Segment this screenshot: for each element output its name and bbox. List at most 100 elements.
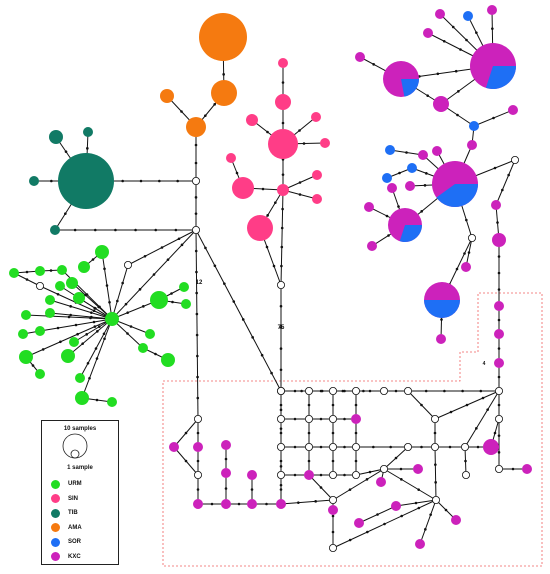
- haplotype-node-urm_19: [107, 397, 117, 407]
- mutation-dot: [86, 361, 90, 365]
- edge-h_top-h_grid1: [195, 229, 282, 392]
- mutation-dot: [102, 332, 106, 336]
- mutation-dot: [497, 288, 501, 291]
- edge-label-4: 4: [483, 361, 486, 367]
- mutation-dot: [270, 371, 273, 375]
- median-vector-node: [351, 442, 360, 451]
- median-vector-node: [351, 386, 360, 395]
- mutation-dot: [440, 318, 443, 321]
- haplotype-node-kx_l: [385, 145, 395, 155]
- mutation-dot: [194, 212, 198, 215]
- mutation-dot: [481, 396, 485, 400]
- mutation-dot: [457, 90, 460, 93]
- legend-item-ama: AMA: [51, 521, 82, 536]
- haplotype-node-kb_12: [376, 477, 386, 487]
- mutation-dot: [507, 173, 510, 177]
- haplotype-node-kb_15: [522, 464, 532, 474]
- mutation-dot: [451, 25, 455, 29]
- mutation-dot: [493, 166, 497, 170]
- mutation-dot: [274, 201, 277, 204]
- haplotype-node-tib_big: [58, 153, 114, 209]
- mutation-dot: [176, 179, 179, 183]
- haplotype-node-tib_b: [83, 127, 93, 137]
- median-vector-node: [510, 155, 519, 164]
- median-vector-node: [403, 386, 412, 395]
- median-vector-node: [276, 470, 285, 479]
- legend-swatch-sin: [51, 494, 60, 504]
- haplotype-node-ama_s2: [160, 89, 174, 103]
- mutation-dot: [331, 403, 335, 407]
- mutation-dot: [266, 214, 269, 217]
- haplotype-node-urm_15: [35, 369, 45, 379]
- haplotype-node-kx_s: [461, 262, 471, 272]
- haplotype-node-urm_7: [73, 292, 85, 304]
- mutation-dot: [126, 332, 129, 335]
- haplotype-node-ama_big: [199, 13, 247, 61]
- mutation-dot: [476, 445, 480, 449]
- legend-size-10-circle: [62, 433, 88, 459]
- mutation-dot: [121, 281, 124, 285]
- mutation-dot: [497, 451, 501, 454]
- haplotype-node-sin_7: [226, 153, 236, 163]
- mutation-dot: [194, 143, 198, 147]
- legend-label-sin: SIN: [68, 495, 79, 502]
- legend-items: URM SIN TIB AMA SOR KXC: [51, 477, 82, 564]
- mutation-dot: [465, 218, 468, 222]
- haplotype-node-kb_18: [451, 515, 461, 525]
- mutation-dot: [129, 325, 133, 328]
- mutation-dot: [154, 228, 158, 232]
- haplotype-node-kx_v: [491, 200, 501, 210]
- mutation-dot: [174, 228, 178, 232]
- median-vector-node: [403, 442, 412, 451]
- mutation-dot: [195, 270, 198, 274]
- haplotype-node-sin_8: [247, 215, 273, 241]
- mutation-dot: [138, 288, 142, 291]
- mutation-dot: [376, 513, 379, 516]
- mutation-dot: [493, 431, 497, 435]
- mutation-dot: [319, 473, 323, 477]
- edge-urm_c-urm_10: [49, 312, 113, 320]
- legend-swatch-ama: [51, 523, 60, 533]
- mutation-dot: [298, 193, 302, 196]
- mutation-dot: [424, 528, 427, 531]
- mutation-dot: [89, 316, 92, 320]
- mutation-dot: [434, 481, 437, 484]
- mutation-dot: [116, 299, 119, 303]
- mutation-dot: [448, 445, 452, 449]
- median-vector-node: [430, 442, 439, 451]
- mutation-dot: [235, 171, 239, 175]
- mutation-dot: [88, 376, 91, 380]
- mutation-dot: [497, 318, 501, 322]
- legend-label-urm: URM: [68, 481, 82, 488]
- mutation-dot: [223, 282, 226, 285]
- mutation-dot: [426, 94, 429, 97]
- mutation-dot: [429, 513, 432, 516]
- haplotype-node-kb_8: [247, 499, 257, 509]
- mutation-dot: [400, 514, 403, 518]
- edge-urm_c-urm_9: [49, 299, 113, 320]
- mutation-dot: [343, 445, 346, 449]
- mutation-dot: [196, 459, 200, 463]
- haplotype-node-urm_20: [138, 343, 148, 353]
- mutation-dot: [464, 459, 467, 463]
- mutation-dot: [442, 39, 446, 43]
- haplotype-node-urm_11: [21, 310, 31, 320]
- edge-b_335-b_384b: [332, 468, 385, 501]
- legend-swatch-sor: [51, 537, 60, 547]
- mutation-dot: [497, 434, 501, 437]
- legend-item-sin: SIN: [51, 492, 82, 507]
- mutation-dot: [281, 173, 285, 176]
- region-outline: [162, 292, 543, 567]
- mutation-dot: [425, 172, 428, 175]
- median-vector-node: [193, 414, 202, 423]
- mutation-dot: [302, 142, 306, 145]
- mutation-dot: [204, 246, 207, 250]
- haplotype-node-urm_c: [105, 312, 119, 326]
- haplotype-node-kb_19: [391, 501, 401, 511]
- edge-sin_5-h_sin: [280, 189, 284, 286]
- mutation-dot: [177, 237, 181, 241]
- mutation-dot: [279, 403, 283, 407]
- mutation-dot: [251, 336, 254, 339]
- haplotype-node-sin_4: [320, 138, 330, 148]
- mutation-dot: [59, 340, 62, 344]
